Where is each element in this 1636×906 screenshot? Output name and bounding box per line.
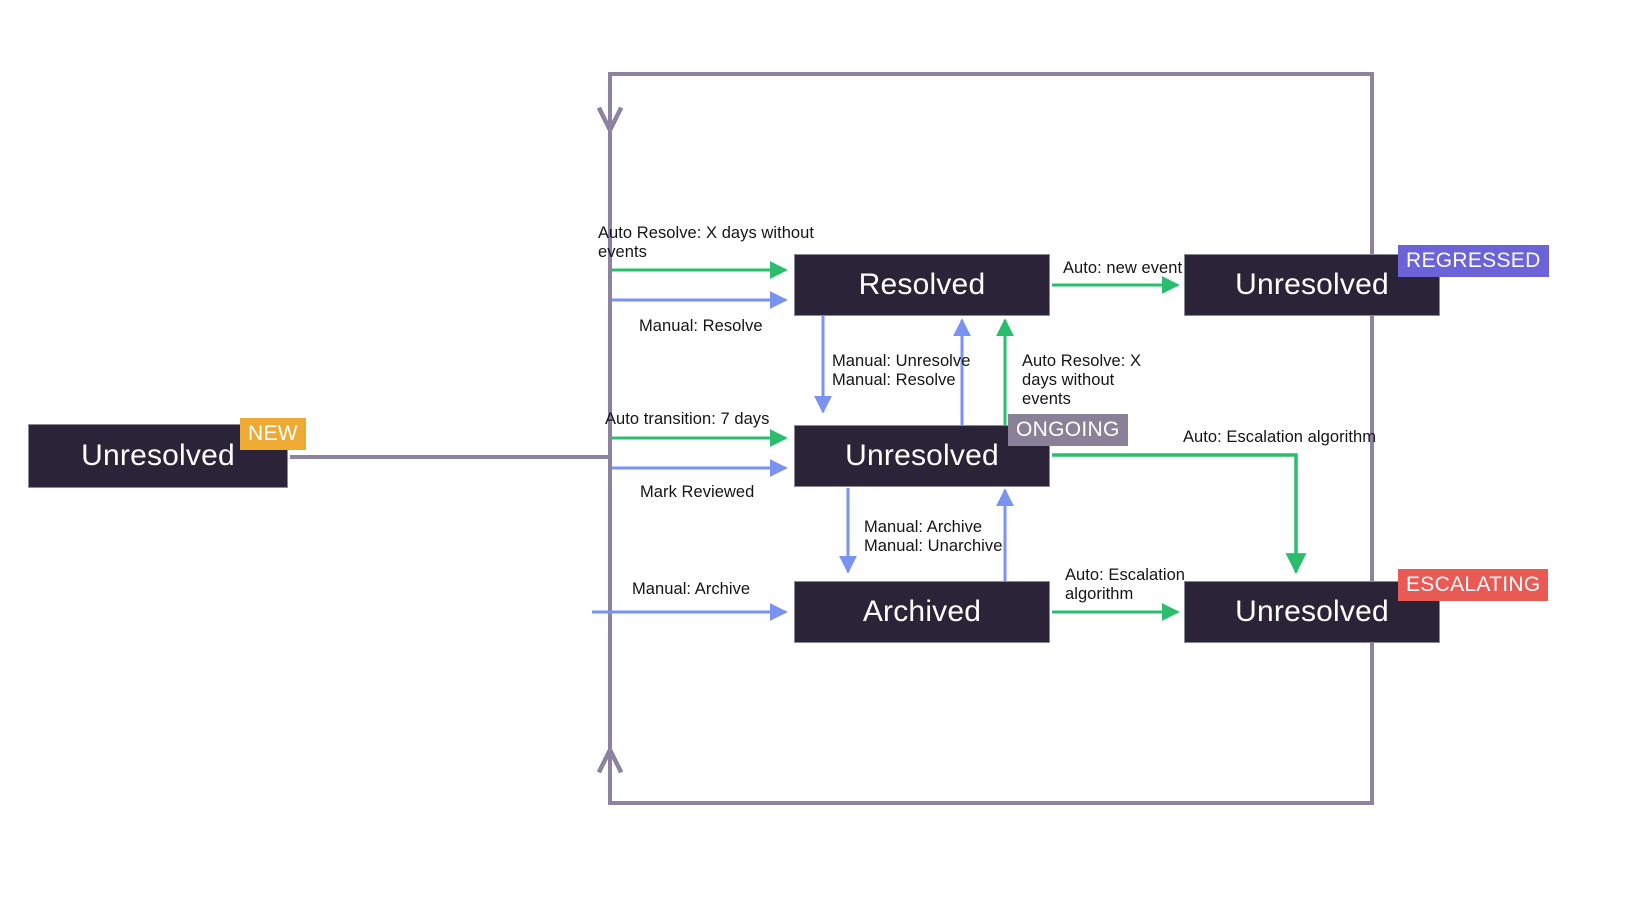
node-label: Archived xyxy=(862,595,982,628)
edge-label-manual-archive-unarchive: Manual: Archive Manual: Unarchive xyxy=(864,518,1003,555)
badge-new: NEW xyxy=(240,418,306,450)
node-unresolved-ongoing[interactable]: Unresolved xyxy=(794,425,1050,487)
edge-label-auto-transition-7-days: Auto transition: 7 days xyxy=(605,410,770,428)
node-label: Unresolved xyxy=(1235,268,1389,301)
node-archived[interactable]: Archived xyxy=(794,581,1050,643)
edge-label-auto-escalation-top: Auto: Escalation algorithm xyxy=(1183,428,1376,446)
badge-escalating: ESCALATING xyxy=(1398,569,1549,601)
edge-label-auto-resolve-x-days-2: Auto Resolve: X days without events xyxy=(1022,352,1142,408)
edge-label-manual-archive: Manual: Archive xyxy=(632,580,751,598)
badge-ongoing: ONGOING xyxy=(1008,414,1128,446)
edge-label-auto-escalation-bottom: Auto: Escalation algorithm xyxy=(1065,566,1186,603)
node-label: Unresolved xyxy=(81,439,235,472)
edge-label-auto-resolve-x-days: Auto Resolve: X days without events xyxy=(598,224,815,261)
edge-auto-escalation-top xyxy=(1052,453,1307,575)
edge-label-auto-new-event: Auto: new event xyxy=(1063,259,1183,277)
edge-label-manual-unresolve-resolve: Manual: Unresolve Manual: Resolve xyxy=(832,352,971,389)
node-unresolved-escalating[interactable]: Unresolved xyxy=(1184,581,1440,643)
node-resolved[interactable]: Resolved xyxy=(794,254,1050,316)
node-label: Unresolved xyxy=(1235,595,1389,628)
node-unresolved-regressed[interactable]: Unresolved xyxy=(1184,254,1440,316)
badge-regressed: REGRESSED xyxy=(1398,245,1549,277)
edge-label-manual-resolve: Manual: Resolve xyxy=(639,317,763,335)
node-label: Unresolved xyxy=(845,439,999,472)
node-label: Resolved xyxy=(858,268,986,301)
edge-label-mark-reviewed: Mark Reviewed xyxy=(640,483,755,501)
